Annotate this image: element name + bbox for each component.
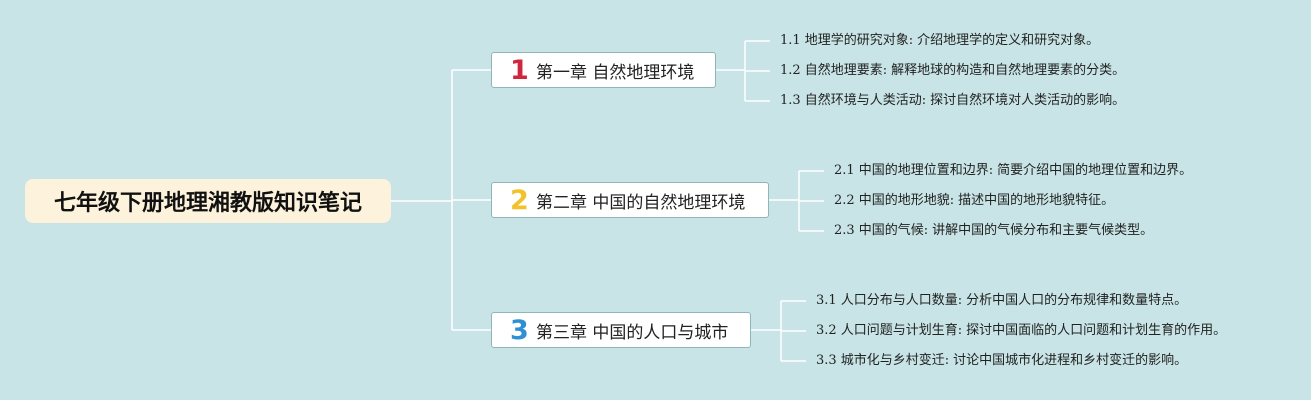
section-title: 人口问题与计划生育: [840, 323, 958, 338]
root-topic[interactable]: 七年级下册地理湘教版知识笔记: [25, 179, 391, 223]
section-desc: 探讨自然环境对人类活动的影响。: [930, 93, 1126, 108]
chapter-2-title: 第二章 中国的自然地理环境: [536, 192, 746, 213]
section-desc: 解释地球的构造和自然地理要素的分类。: [891, 63, 1126, 78]
section-id: 3.3: [816, 353, 837, 368]
section-desc: 描述中国的地形地貌特征。: [958, 193, 1115, 208]
chapter-1-node[interactable]: 1 第一章 自然地理环境: [491, 52, 716, 88]
section-desc: 探讨中国面临的人口问题和计划生育的作用。: [966, 323, 1227, 338]
section-title: 自然环境与人类活动: [804, 93, 922, 108]
section-title: 中国的地理位置和边界: [858, 163, 989, 178]
section-desc: 介绍地理学的定义和研究对象。: [917, 33, 1100, 48]
section-desc: 讲解中国的气候分布和主要气候类型。: [932, 223, 1154, 238]
section-id: 2.1: [834, 163, 855, 178]
section-desc: 简要介绍中国的地理位置和边界。: [997, 163, 1193, 178]
chapter-1-title: 第一章 自然地理环境: [536, 62, 695, 83]
section-id: 2.2: [834, 193, 855, 208]
section-id: 3.1: [816, 293, 837, 308]
chapter-3-node[interactable]: 3 第三章 中国的人口与城市: [491, 312, 751, 348]
section-id: 3.2: [816, 323, 837, 338]
section-title: 地理学的研究对象: [804, 33, 909, 48]
chapter-2-number: 2: [510, 184, 529, 216]
section-desc: 讨论中国城市化进程和乡村变迁的影响。: [953, 353, 1188, 368]
section-title: 人口分布与人口数量: [840, 293, 958, 308]
section-title: 自然地理要素: [804, 63, 883, 78]
section-title: 中国的气候: [858, 223, 924, 238]
section-id: 1.2: [780, 63, 801, 78]
chapter-3-number: 3: [510, 314, 529, 346]
section-id: 1.1: [780, 33, 801, 48]
section-id: 1.3: [780, 93, 801, 108]
chapter-2-node[interactable]: 2 第二章 中国的自然地理环境: [491, 182, 769, 218]
section-id: 2.3: [834, 223, 855, 238]
section-title: 城市化与乡村变迁: [840, 353, 945, 368]
section-desc: 分析中国人口的分布规律和数量特点。: [966, 293, 1188, 308]
chapter-1-number: 1: [510, 54, 529, 86]
chapter-3-title: 第三章 中国的人口与城市: [536, 322, 729, 343]
section-title: 中国的地形地貌: [858, 193, 950, 208]
